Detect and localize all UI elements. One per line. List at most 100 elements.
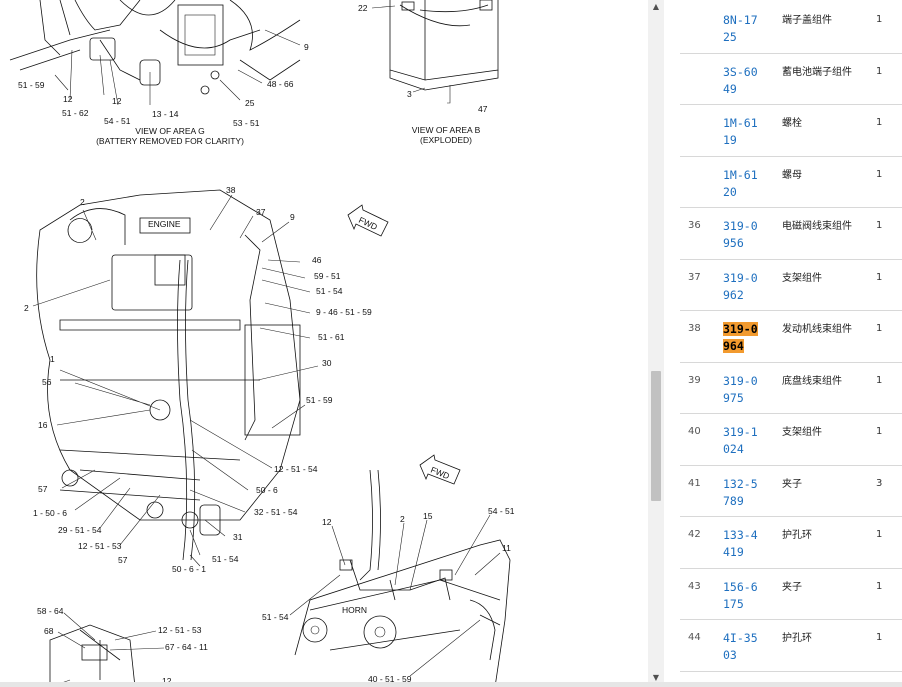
part-number-link[interactable]: 319-0964 — [723, 321, 763, 355]
callout-2-c: 2 — [400, 514, 405, 524]
callout-9-a: 9 — [304, 42, 309, 52]
part-seq-number: 40 — [688, 426, 701, 437]
callout-51-54-c: 51 - 54 — [262, 612, 289, 622]
callout-40-51-59: 40 - 51 - 59 — [368, 674, 412, 684]
part-description: 螺栓 — [782, 118, 802, 129]
part-number-link[interactable]: 3S-6049 — [723, 64, 758, 96]
callout-13-14: 13 - 14 — [152, 109, 179, 119]
part-quantity: 1 — [876, 168, 883, 180]
part-number-link[interactable]: 156-6175 — [723, 579, 758, 611]
part-description: 护孔环 — [782, 530, 812, 541]
part-seq-number: 41 — [688, 477, 701, 489]
callout-12-c: 12 — [162, 676, 172, 686]
callout-54-51-a: 54 - 51 — [104, 116, 131, 126]
callout-56: 56 — [42, 377, 52, 387]
scroll-up-arrow-icon[interactable]: ▲ — [652, 2, 660, 11]
callout-57-b: 57 — [118, 555, 128, 565]
callout-67-64-11: 67 - 64 - 11 — [165, 642, 208, 652]
part-number-link[interactable]: 1M-6120 — [723, 167, 758, 199]
fwd-arrow-upper: FWD — [347, 204, 389, 237]
callout-12-b: 12 — [112, 96, 122, 106]
callout-30: 30 — [322, 358, 332, 368]
callout-68: 68 — [44, 626, 54, 636]
part-number-link[interactable]: 8N-1725 — [723, 13, 758, 44]
part-quantity: 1 — [876, 632, 883, 643]
part-seq-number: 37 — [688, 271, 701, 283]
callout-57-a: 57 — [38, 484, 48, 494]
part-description: 夹子 — [782, 478, 802, 490]
callout-12-51-53-a: 12 - 51 - 53 — [78, 541, 122, 551]
callout-50-6-1: 50 - 6 - 1 — [172, 564, 206, 574]
part-quantity: 1 — [876, 14, 883, 25]
part-number-link[interactable]: 319-1024 — [723, 425, 758, 456]
part-description: 夹子 — [782, 581, 802, 593]
part-seq-number: 36 — [688, 220, 701, 231]
callout-15: 15 — [423, 511, 433, 521]
callout-12-a: 12 — [63, 94, 73, 104]
part-number-link[interactable]: 319-0975 — [723, 373, 758, 405]
callout-3: 3 — [407, 89, 412, 99]
horn-tag: HORN — [342, 605, 367, 615]
area-b-caption-note: (EXPLODED) — [420, 135, 472, 145]
callout-38: 38 — [226, 185, 236, 195]
part-seq-number: 43 — [688, 580, 701, 592]
parts-list-row: 37 319-0962 支架组件 1 — [680, 260, 902, 311]
callout-1-50-6: 1 - 50 - 6 — [33, 508, 67, 518]
callout-59-51: 59 - 51 — [314, 271, 341, 281]
callout-9-b: 9 — [290, 212, 295, 222]
scroll-thumb[interactable] — [651, 371, 661, 501]
part-quantity: 1 — [876, 117, 883, 128]
callout-31: 31 — [233, 532, 243, 542]
part-number-link[interactable]: 132-5789 — [723, 476, 758, 508]
vertical-scrollbar[interactable]: ▲ ▼ — [648, 0, 664, 687]
part-number-link[interactable]: 133-4419 — [723, 528, 758, 559]
part-description: 支架组件 — [782, 272, 822, 284]
callout-51-61: 51 - 61 — [318, 332, 345, 342]
callout-25: 25 — [245, 98, 255, 108]
fwd-arrow-lower: FWD — [419, 454, 461, 485]
diagram-drawing: 51 - 59 12 51 - 62 12 54 - 51 13 - 14 53… — [9, 0, 515, 687]
callout-9-46-51-59: 9 - 46 - 51 - 59 — [316, 307, 372, 317]
scroll-down-arrow-icon[interactable]: ▼ — [652, 673, 660, 682]
callout-51-54-a: 51 - 54 — [316, 286, 343, 296]
part-seq-number: 38 — [688, 323, 701, 334]
area-b-caption-title: VIEW OF AREA B — [412, 125, 481, 135]
callout-48-66: 48 - 66 — [267, 79, 294, 89]
part-quantity: 1 — [876, 271, 883, 283]
callout-12-d: 12 — [322, 517, 332, 527]
part-number-link[interactable]: 1M-6119 — [723, 116, 758, 147]
parts-list-row: 1M-6119 螺栓 1 — [680, 105, 902, 157]
callout-2-a: 2 — [80, 197, 85, 207]
callout-1: 1 — [50, 354, 55, 364]
part-seq-number: 39 — [688, 374, 701, 386]
callout-51-54-b: 51 - 54 — [212, 554, 239, 564]
callout-12-51-53-b: 12 - 51 - 53 — [158, 625, 202, 635]
callout-12-51-54: 12 - 51 - 54 — [274, 464, 318, 474]
part-quantity: 1 — [876, 65, 883, 77]
callout-32-51-54: 32 - 51 - 54 — [254, 507, 298, 517]
part-quantity: 1 — [876, 323, 883, 334]
part-number-link[interactable]: 4I-3503 — [723, 631, 758, 662]
part-number-highlighted-text: 319-0964 — [723, 322, 758, 353]
callout-22: 22 — [358, 3, 368, 13]
callout-2-b: 2 — [24, 303, 29, 313]
part-number-link[interactable]: 319-0962 — [723, 270, 758, 302]
part-quantity: 1 — [876, 580, 883, 592]
area-g-caption-title: VIEW OF AREA G — [135, 126, 204, 136]
part-number-link[interactable]: 319-0956 — [723, 219, 758, 250]
part-description: 底盘线束组件 — [782, 375, 842, 387]
part-description: 发动机线束组件 — [782, 324, 852, 335]
parts-list-row: 8N-1725 端子盖组件 1 — [680, 2, 902, 54]
callout-58-64: 58 - 64 — [37, 606, 64, 616]
area-g-caption-note: (BATTERY REMOVED FOR CLARITY) — [96, 136, 244, 146]
engine-tag: ENGINE — [148, 219, 181, 229]
part-quantity: 1 — [876, 426, 883, 437]
part-description: 端子盖组件 — [782, 15, 832, 26]
part-description: 支架组件 — [782, 427, 822, 438]
